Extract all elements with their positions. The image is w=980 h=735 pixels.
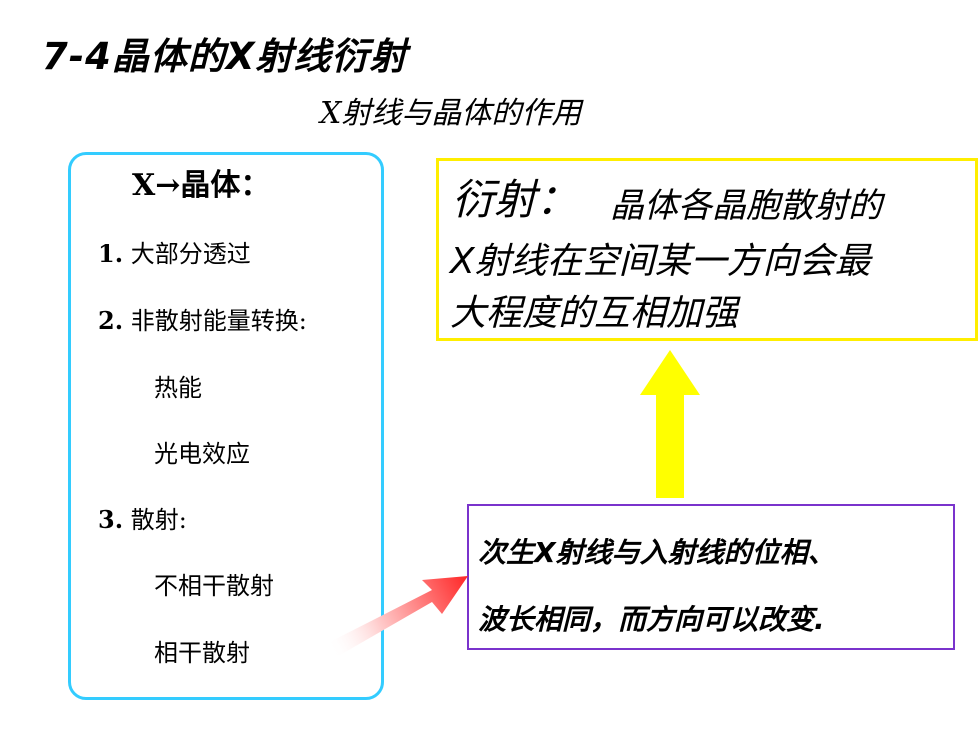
item-number: 1. xyxy=(98,239,124,268)
secondary-xray-box xyxy=(467,504,955,650)
list-item: 相干散射 xyxy=(154,633,250,668)
up-arrow-icon xyxy=(640,350,700,498)
list-item: 1. 大部分透过 xyxy=(98,234,251,269)
list-item: 光电效应 xyxy=(154,434,250,469)
diffraction-text-line: 晶体各晶胞散射的 xyxy=(610,186,882,226)
slide-subtitle: X射线与晶体的作用 xyxy=(320,96,582,131)
diffraction-definition-box xyxy=(436,158,978,341)
item-text: 大部分透过 xyxy=(130,240,251,268)
list-item: 热能 xyxy=(154,368,202,403)
item-text: 相干散射 xyxy=(154,639,250,667)
diffraction-text-line: X射线在空间某一方向会最 xyxy=(450,241,871,282)
secondary-text-line: 波长相同，而方向可以改变. xyxy=(478,603,825,636)
diffraction-term: 衍射： xyxy=(452,175,579,224)
item-number: 2. xyxy=(98,306,124,335)
diagonal-arrow-icon xyxy=(318,576,468,662)
list-item: 不相干散射 xyxy=(154,566,274,601)
item-text: 非散射能量转换: xyxy=(130,307,307,335)
panel-heading: X→晶体： xyxy=(132,168,271,203)
diffraction-text-line: 大程度的互相加强 xyxy=(450,293,739,334)
item-number: 3. xyxy=(98,505,124,534)
item-text: 光电效应 xyxy=(154,440,250,468)
secondary-text-line: 次生X射线与入射线的位相、 xyxy=(478,536,836,569)
slide-title: 7-4晶体的X射线衍射 xyxy=(42,35,408,78)
item-text: 散射: xyxy=(130,506,187,534)
item-text: 不相干散射 xyxy=(154,572,274,600)
xray-crystal-panel xyxy=(68,152,384,700)
item-text: 热能 xyxy=(154,374,202,402)
list-item: 3. 散射: xyxy=(98,500,187,535)
list-item: 2. 非散射能量转换: xyxy=(98,301,307,336)
